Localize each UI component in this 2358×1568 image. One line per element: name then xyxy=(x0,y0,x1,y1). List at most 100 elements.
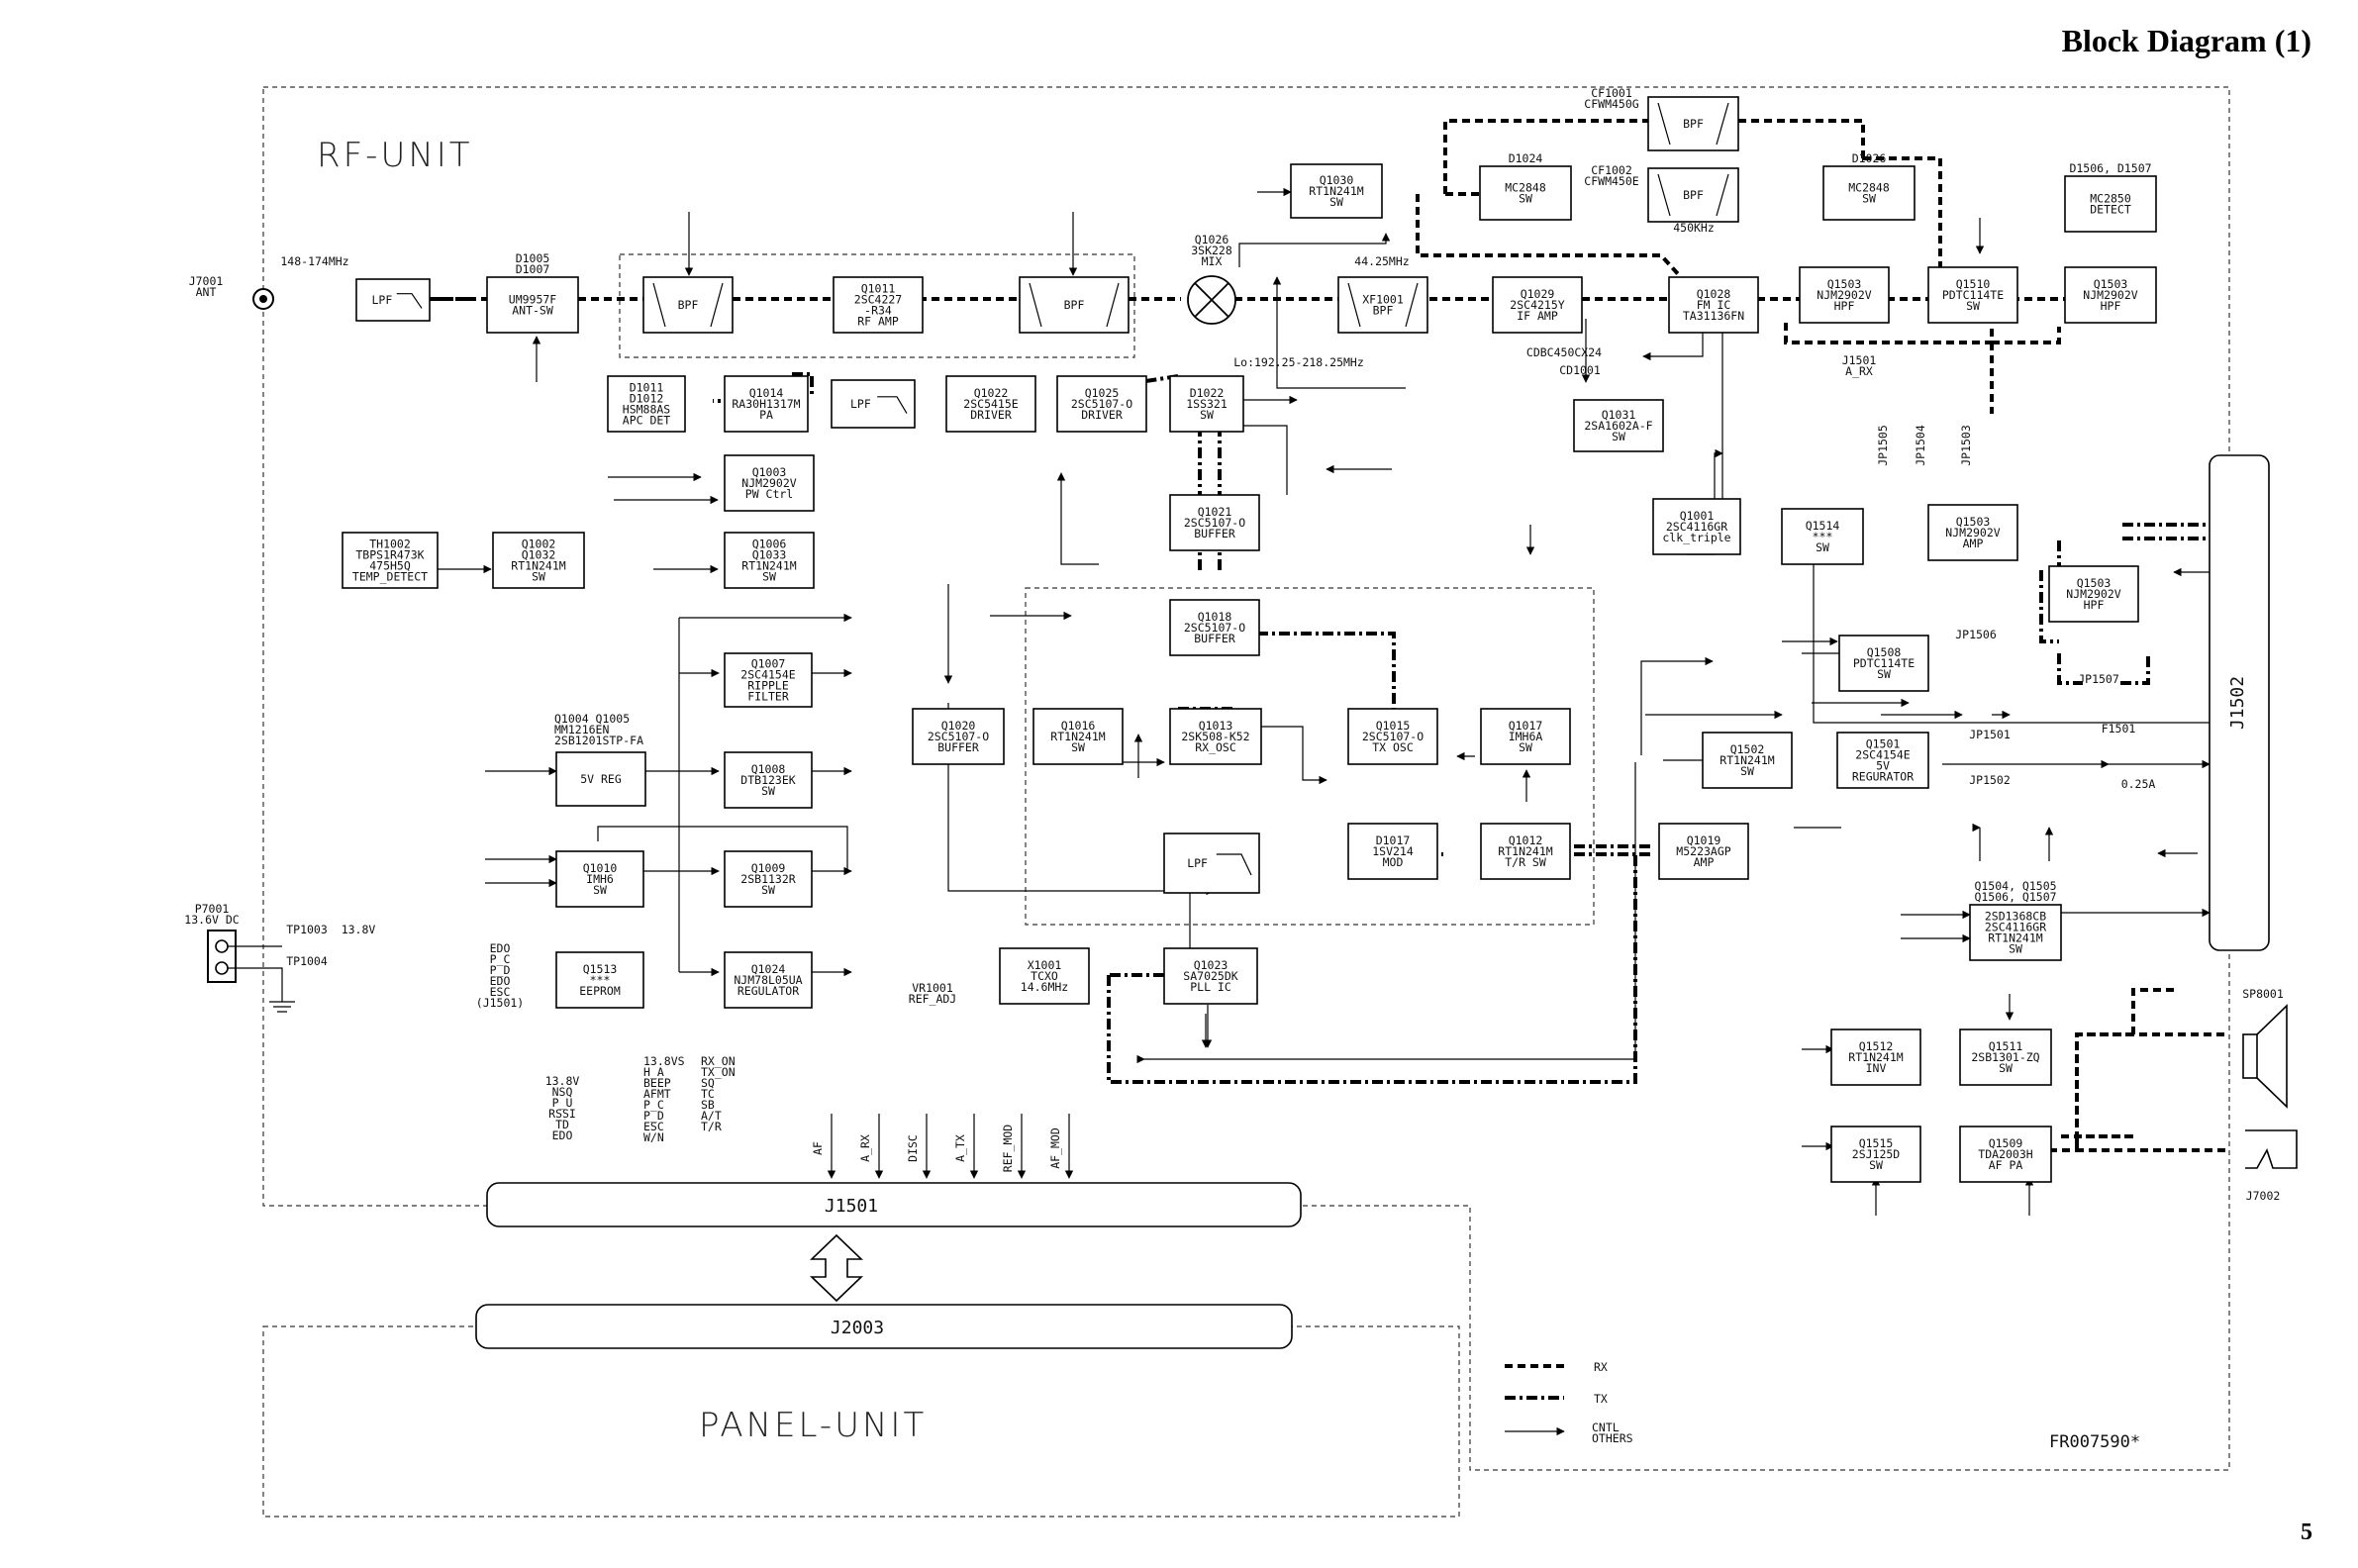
block-q1513: Q1513***EEPROM xyxy=(555,951,644,1009)
block-box xyxy=(724,375,809,433)
document-code: FR007590* xyxy=(2049,1432,2140,1452)
block-box xyxy=(1019,276,1130,334)
j1501-label: J1501 xyxy=(825,1196,878,1217)
block-box xyxy=(724,532,815,589)
panel-unit-title: PANEL-UNIT xyxy=(699,1406,927,1445)
filter-symbol xyxy=(1347,282,1419,328)
block-box xyxy=(1781,508,1864,565)
label-j7002: J7002 xyxy=(2246,1189,2281,1203)
block-box xyxy=(355,278,431,322)
rx-path-spk xyxy=(2049,1032,2227,1152)
block-lpf_ant: LPF xyxy=(355,278,431,322)
filter-symbol xyxy=(1657,173,1729,217)
vert-signal-af: AF xyxy=(811,1141,825,1155)
vert-signal-a-rx: A_RX xyxy=(858,1134,872,1162)
connector-j2003 xyxy=(475,1304,1293,1349)
block-box xyxy=(642,276,734,334)
block-text: LPF xyxy=(1187,856,1208,870)
block-text: BPF xyxy=(1064,298,1085,312)
block-box xyxy=(1347,708,1438,765)
label-f4425: 44.25MHz xyxy=(1354,254,1409,268)
label-lo: Lo:192.25-218.25MHz xyxy=(1233,355,1364,369)
block-box xyxy=(724,951,813,1009)
block-box xyxy=(1830,1029,1921,1086)
label-jp1507: JP1507 xyxy=(2078,672,2119,686)
block-text: BPF xyxy=(678,298,699,312)
block-box xyxy=(724,652,813,708)
block-box xyxy=(724,454,815,512)
dc-jack-icon xyxy=(207,930,295,1013)
block-box xyxy=(1836,732,1929,789)
label-tp1003: TP1003 xyxy=(286,923,328,936)
block-box xyxy=(1969,904,2062,961)
block-box xyxy=(1959,1126,2052,1183)
block-box xyxy=(1347,823,1438,880)
block-box xyxy=(831,379,916,429)
block-cf1002: BPF xyxy=(1647,167,1739,223)
block-box xyxy=(1290,163,1383,219)
label-jp1504: JP1504 xyxy=(1914,425,1927,466)
filter-symbol xyxy=(1029,282,1120,328)
block-box xyxy=(724,850,813,908)
block-box xyxy=(2064,175,2157,233)
block-cf1001: BPF xyxy=(1647,96,1739,151)
block-box xyxy=(945,375,1036,433)
block-box xyxy=(1169,708,1262,765)
block-box xyxy=(1573,399,1664,452)
label-f450: 450KHz xyxy=(1673,221,1715,235)
label-jp1503: JP1503 xyxy=(1959,425,1973,466)
block-box xyxy=(833,276,924,334)
block-box xyxy=(1830,1126,1921,1183)
